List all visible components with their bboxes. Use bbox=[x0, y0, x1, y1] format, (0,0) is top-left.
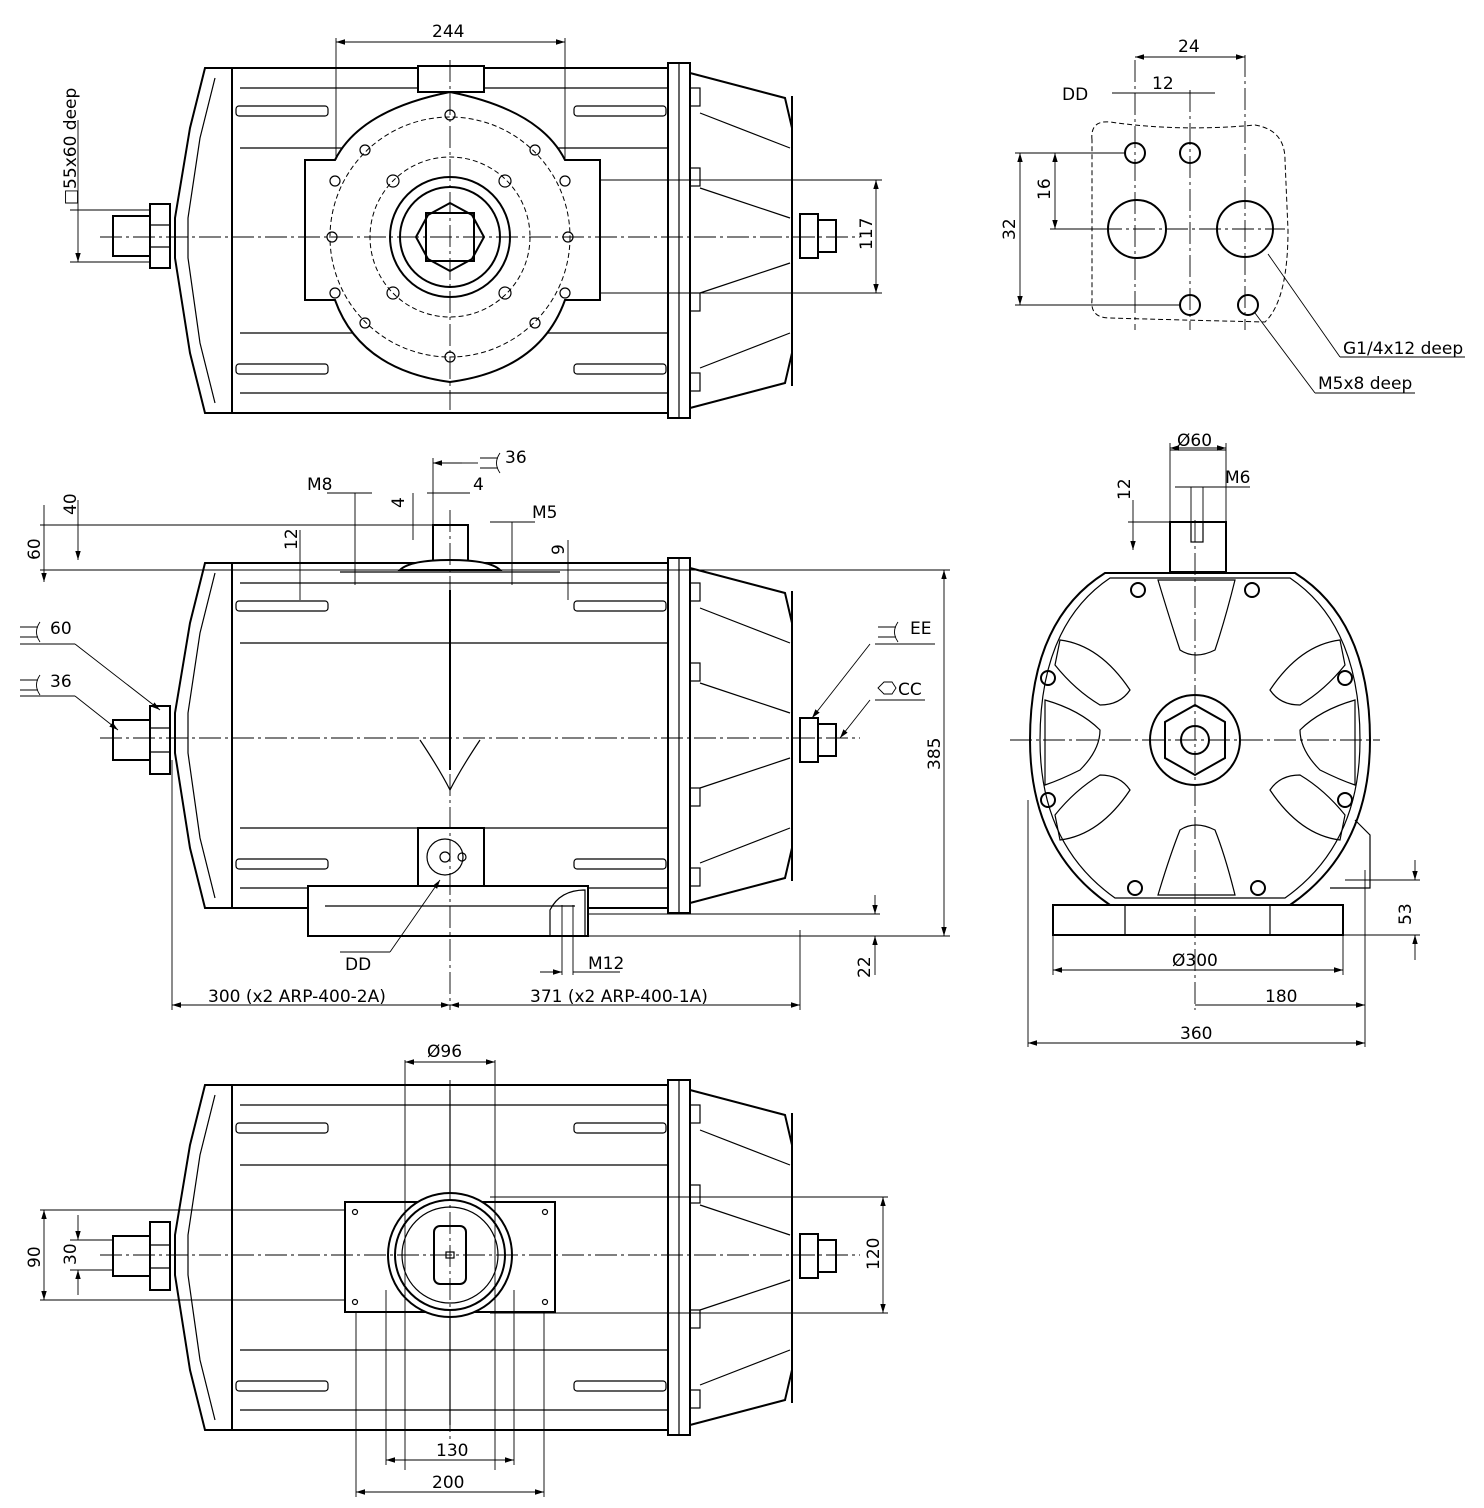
bottom-view: Ø96 90 30 120 130 200 bbox=[25, 1042, 888, 1497]
dim-300: 300 (x2 ARP-400-2A) bbox=[208, 987, 386, 1007]
dim-4b: 4 bbox=[473, 475, 484, 495]
dia-60: Ø60 bbox=[1177, 431, 1212, 451]
dim-m8: M8 bbox=[307, 475, 332, 495]
port-detail: 24 12 DD 16 32 G1/4x12 deep M5x8 deep bbox=[1000, 37, 1465, 394]
dim-244-top: 244 bbox=[432, 22, 464, 42]
hex-cc: CC bbox=[898, 680, 922, 700]
dim-9: 9 bbox=[549, 544, 569, 555]
dim-16: 16 bbox=[1035, 178, 1055, 200]
wrench-36-left: 36 bbox=[50, 672, 72, 692]
wrench-ee: EE bbox=[910, 619, 931, 639]
dim-22: 22 bbox=[855, 956, 875, 978]
label-dd-port: DD bbox=[1062, 85, 1088, 105]
end-view: Ø60 M6 12 53 Ø300 180 360 bbox=[1010, 431, 1420, 1047]
dim-117: 117 bbox=[857, 218, 877, 250]
dim-32: 32 bbox=[1000, 218, 1020, 240]
dim-24: 24 bbox=[1178, 37, 1200, 57]
dim-12-end: 12 bbox=[1115, 478, 1135, 500]
wrench-36-top: 36 bbox=[505, 448, 527, 468]
square-drive-label: □55x60 deep bbox=[61, 88, 81, 205]
dim-12-port: 12 bbox=[1152, 74, 1174, 94]
dim-180: 180 bbox=[1265, 987, 1297, 1007]
label-m5x8: M5x8 deep bbox=[1318, 374, 1412, 394]
dia-300: Ø300 bbox=[1172, 951, 1218, 971]
dim-12-side: 12 bbox=[282, 528, 302, 550]
dim-m5: M5 bbox=[532, 503, 557, 523]
dia-96: Ø96 bbox=[427, 1042, 462, 1062]
dim-360: 360 bbox=[1180, 1024, 1212, 1044]
dim-4a: 4 bbox=[389, 497, 409, 508]
dim-m12: M12 bbox=[588, 954, 624, 974]
dim-53: 53 bbox=[1396, 903, 1416, 925]
side-view: 36 M8 4 4 M5 40 60 12 9 60 36 EE CC bbox=[20, 448, 950, 1010]
wrench-60: 60 bbox=[50, 619, 72, 639]
dim-30: 30 bbox=[61, 1243, 81, 1265]
dim-120: 120 bbox=[864, 1238, 884, 1270]
dim-130: 130 bbox=[436, 1441, 468, 1461]
dim-371: 371 (x2 ARP-400-1A) bbox=[530, 987, 708, 1007]
dim-60: 60 bbox=[25, 538, 45, 560]
dim-m6: M6 bbox=[1225, 468, 1250, 488]
label-g14: G1/4x12 deep bbox=[1343, 339, 1463, 359]
dim-200: 200 bbox=[432, 1473, 464, 1493]
dim-90: 90 bbox=[25, 1246, 45, 1268]
dim-385: 385 bbox=[925, 738, 945, 770]
top-view: 244 □55x60 deep 117 bbox=[61, 22, 882, 419]
label-dd-side: DD bbox=[345, 955, 371, 975]
dim-40: 40 bbox=[61, 493, 81, 515]
